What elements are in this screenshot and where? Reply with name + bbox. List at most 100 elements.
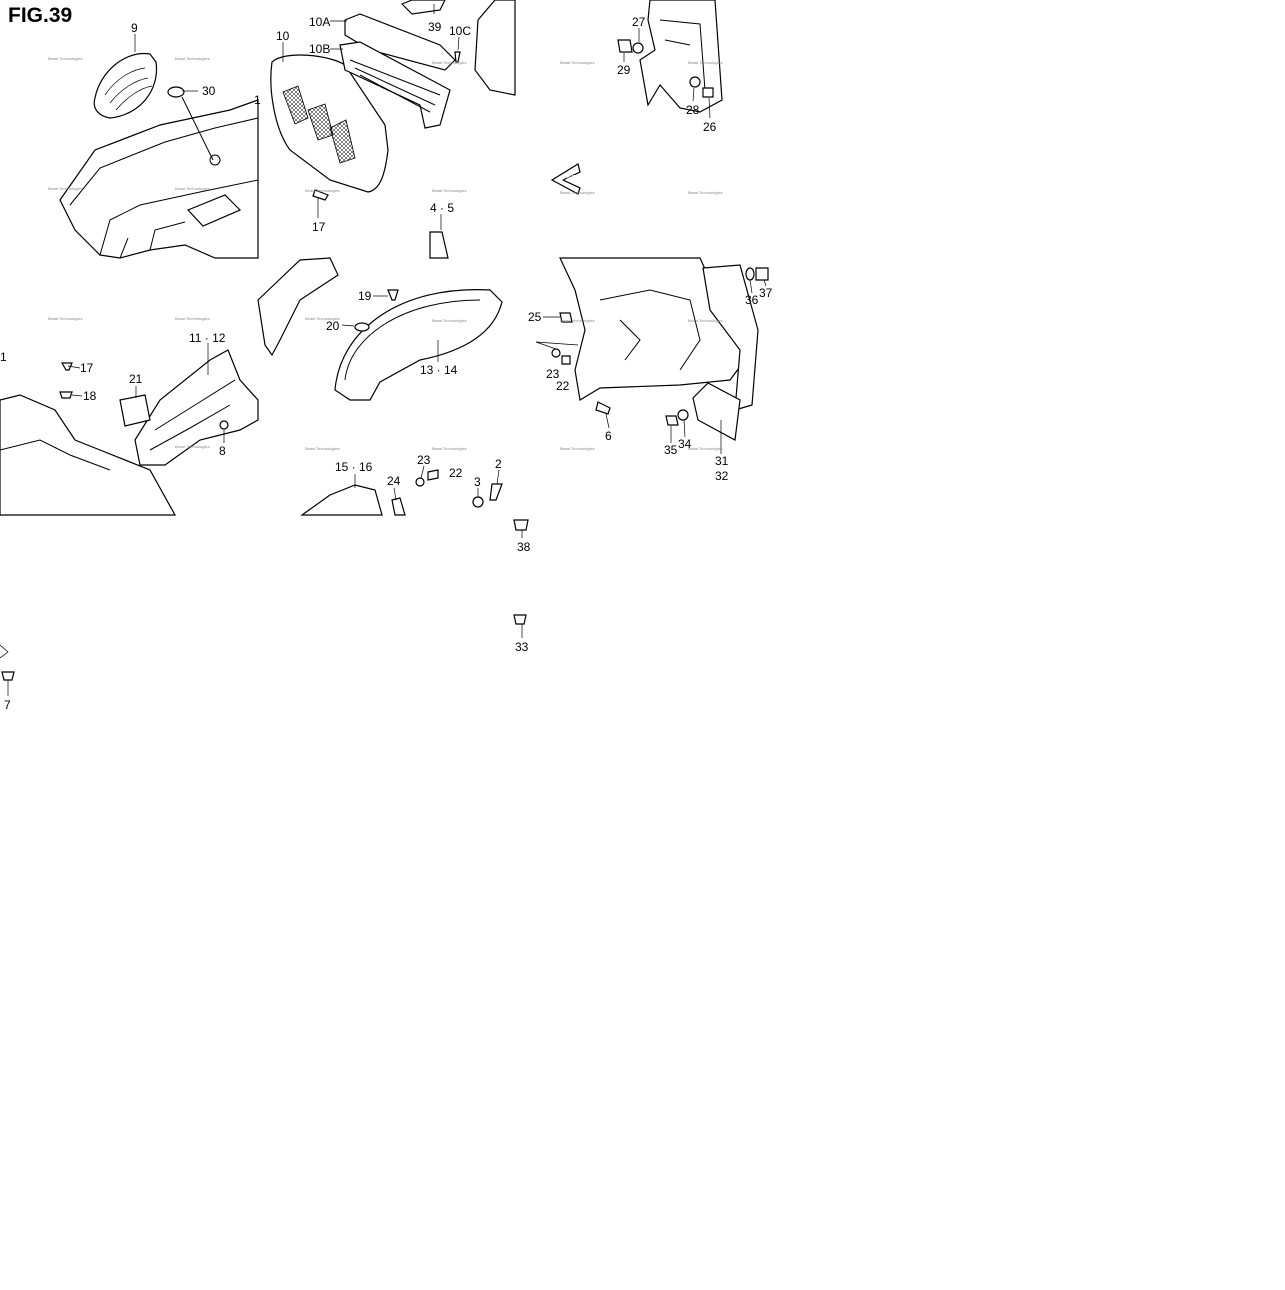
callout-label: 3: [474, 475, 481, 489]
screw-part-17a: [312, 189, 329, 201]
callout-label: 9: [131, 21, 138, 35]
watermark: Beast Technologies: [175, 444, 210, 449]
callout-label: 28: [686, 103, 700, 117]
callout-label: 25: [528, 310, 542, 324]
callout-label: 13 · 14: [420, 363, 458, 377]
callout-label: 24: [387, 474, 401, 488]
nut-part-29: [617, 39, 633, 53]
fender-plate: [186, 194, 242, 227]
callout-label: 2: [495, 457, 502, 471]
clip-part-19: [387, 289, 399, 301]
callout-label: 6: [605, 429, 612, 443]
stay-part-4-5: [429, 231, 449, 259]
callout-label: 23: [417, 453, 431, 467]
callout-label: 22: [449, 466, 463, 480]
watermark: Beast Technologies: [305, 316, 340, 321]
watermark: Beast Technologies: [175, 316, 210, 321]
watermark: Beast Technologies: [48, 186, 83, 191]
callout-label: 23: [546, 367, 560, 381]
callout-label: 22: [556, 379, 570, 393]
screw-part-10c: [454, 51, 461, 63]
callout-label: 34: [678, 437, 692, 451]
guard-part-15-16: [300, 484, 383, 516]
nut-part-25: [559, 312, 573, 323]
seat-pad-part-9: [93, 52, 158, 119]
callout-label: 10B: [309, 42, 330, 56]
callout-label: 11 · 12: [189, 331, 226, 345]
callout-labels: 9 30 1 10 10A 10B 10C 39 17 27 29 28 26 …: [0, 15, 773, 712]
watermark: Beast Technologies: [688, 446, 723, 451]
callout-label: 31: [715, 454, 729, 468]
watermark: Beast Technologies: [432, 188, 467, 193]
callout-label: 1: [254, 93, 261, 107]
side-cover-part-11-12: [134, 349, 259, 466]
bolt-part-22b: [427, 469, 439, 481]
washer-part-34: [677, 409, 689, 421]
washer-part-23b: [415, 477, 425, 487]
panel-side-covers: [0, 349, 259, 516]
callout-label: 35: [664, 443, 678, 457]
rear-fender-body: [59, 99, 259, 259]
fwd-label: FWD: [562, 175, 578, 182]
callout-label: 10: [276, 29, 290, 43]
pad-part-39: [400, 0, 446, 15]
washer-part-23a: [551, 348, 561, 358]
washer-part-28: [689, 76, 701, 88]
callout-label: 8: [219, 444, 226, 458]
watermark: Beast Technologies: [560, 60, 595, 65]
screw-part-17b: [60, 362, 73, 371]
panel-inner-fender: [551, 257, 769, 441]
nut-part-18: [59, 391, 73, 399]
nut-part-35: [665, 415, 679, 426]
callout-label: 17: [312, 220, 326, 234]
nut-part-33: [513, 614, 527, 625]
bolt-part-6: [595, 401, 611, 415]
fender-bracket: [257, 257, 339, 357]
callout-label: 4 · 5: [430, 201, 454, 215]
watermark: Beast Technologies: [432, 318, 467, 323]
nut-part-8: [219, 420, 229, 430]
panel-front-grille: [270, 0, 516, 201]
license-plate-bracket: [702, 264, 759, 411]
fwd-arrow: FWD: [550, 163, 581, 195]
watermark: Beast Technologies: [560, 446, 595, 451]
watermarks: Beast Technologies Beast Technologies Be…: [48, 56, 723, 451]
mud-guard: [639, 0, 723, 113]
front-fender-left: [0, 394, 177, 516]
watermark: Beast Technologies: [688, 318, 723, 323]
carrier-mount-part-10b: [339, 41, 451, 129]
grommet-part-30: [167, 86, 185, 98]
leader-lines: [7, 4, 767, 696]
front-fender-part-13-14: [334, 289, 503, 401]
watermark: Beast Technologies: [560, 318, 595, 323]
callout-label: 19: [358, 289, 372, 303]
watermark: Beast Technologies: [560, 190, 595, 195]
carrier-bracket-part-10a: [344, 13, 456, 71]
watermark: Beast Technologies: [305, 446, 340, 451]
watermark: Beast Technologies: [175, 56, 210, 61]
figure-title: FIG.39: [8, 4, 73, 27]
callout-label: 32: [715, 469, 729, 483]
plate-part-31-32: [692, 382, 741, 441]
watermark: Beast Technologies: [175, 186, 210, 191]
callout-label: 37: [759, 286, 773, 300]
bolt-part-26: [702, 87, 714, 98]
bolt-part-38: [513, 519, 529, 531]
watermark: Beast Technologies: [688, 190, 723, 195]
callout-label: 29: [617, 63, 631, 77]
fender-edge: [474, 0, 516, 96]
collar-part-3: [472, 496, 484, 508]
callout-label: 10A: [309, 15, 330, 29]
callout-label: 27: [632, 15, 646, 29]
callout-label: 15 · 16: [335, 460, 373, 474]
washer-part-20: [354, 322, 370, 332]
cap-part-37: [755, 267, 769, 281]
panel-bottom-parts: [0, 469, 529, 681]
callout-label: 10C: [449, 24, 471, 38]
callout-label: 17: [80, 361, 94, 375]
callout-label: 33: [515, 640, 529, 654]
callout-label: 7: [4, 698, 11, 712]
callout-label: 36: [745, 293, 759, 307]
